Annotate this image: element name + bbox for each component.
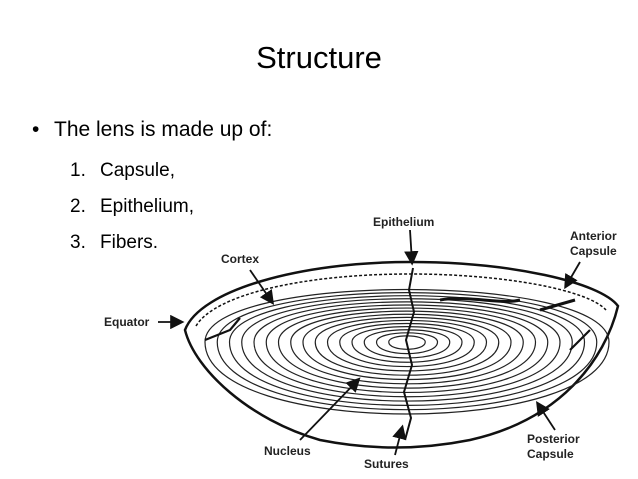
fiber-ring xyxy=(290,310,524,385)
fiber-ring xyxy=(375,332,439,355)
sutures-arrow xyxy=(392,424,407,456)
list-item: 1. Capsule, xyxy=(70,160,175,182)
list-item: 2. Epithelium, xyxy=(70,196,194,218)
fiber-ring xyxy=(216,292,598,411)
bullet-item: • The lens is made up of: xyxy=(32,118,272,142)
epithelium-layer xyxy=(195,273,607,327)
sutures-label: Sutures xyxy=(364,457,409,471)
list-number: 3. xyxy=(70,232,86,253)
list-text: Capsule, xyxy=(100,160,175,181)
list-number: 1. xyxy=(70,160,86,181)
fiber-ring xyxy=(326,319,488,372)
epithelium-label: Epithelium xyxy=(373,215,434,229)
fiber-ring xyxy=(241,298,573,402)
suture-line-anterior xyxy=(439,297,576,312)
bullet-text: The lens is made up of: xyxy=(54,118,273,141)
list-text: Epithelium, xyxy=(100,196,194,217)
bullet-marker: • xyxy=(32,118,40,141)
fiber-ring xyxy=(265,304,549,393)
nucleus-arrow xyxy=(299,377,361,441)
anterior-capsule-arrow xyxy=(564,261,581,290)
posterior-capsule-label-line1: Posterior xyxy=(527,432,580,446)
cortex-label: Cortex xyxy=(221,252,259,266)
list-text: Fibers. xyxy=(100,232,159,253)
fiber-ring xyxy=(351,326,463,363)
epithelium-arrow xyxy=(404,229,419,266)
suture-line xyxy=(402,267,416,441)
fiber-ring xyxy=(314,316,500,376)
posterior-capsule-label-line2: Capsule xyxy=(527,447,574,461)
fiber-ring xyxy=(277,307,537,389)
anterior-capsule-label-line2: Capsule xyxy=(570,244,617,258)
fiber-ring xyxy=(253,301,561,398)
nucleus-label: Nucleus xyxy=(264,444,311,458)
equator-label: Equator xyxy=(104,315,150,329)
list-item: 3. Fibers. xyxy=(70,232,158,254)
suture-line-posterior xyxy=(204,317,591,351)
posterior-capsule-arrow xyxy=(536,400,556,431)
fiber-ring xyxy=(228,295,586,406)
cortex-arrow xyxy=(249,269,275,305)
fiber-ring xyxy=(204,288,610,415)
fiber-ring xyxy=(388,335,426,350)
list-number: 2. xyxy=(70,196,86,217)
fiber-ring xyxy=(339,322,475,368)
slide-title: Structure xyxy=(256,40,382,75)
lens-fibers xyxy=(204,288,610,415)
fiber-ring xyxy=(363,329,451,359)
fiber-ring xyxy=(302,313,512,381)
anterior-capsule-label-line1: Anterior xyxy=(570,229,617,243)
